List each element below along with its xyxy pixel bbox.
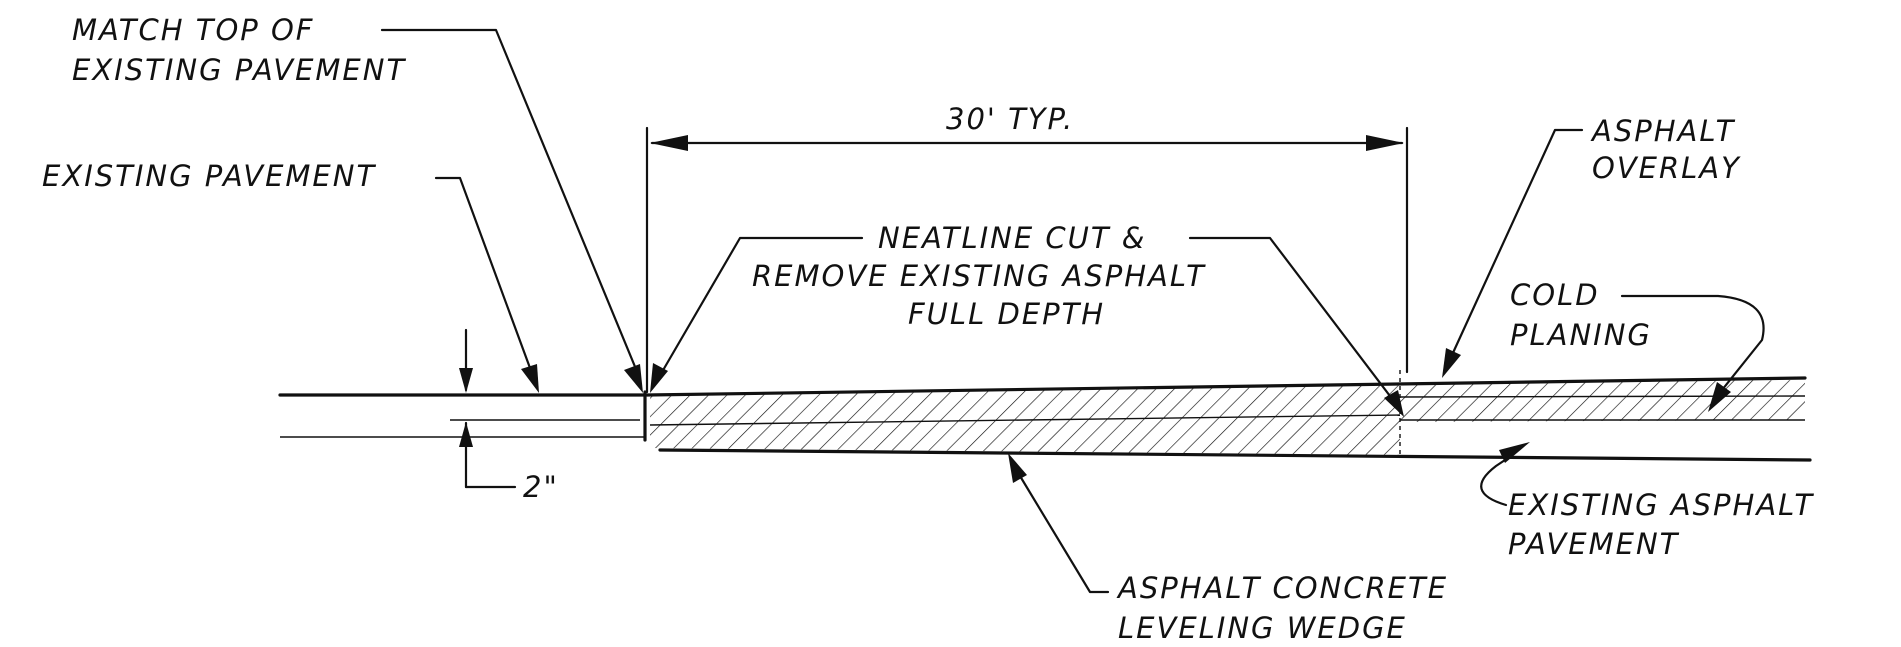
cold-planing-arrowhead: [1708, 382, 1731, 412]
existing-asphalt-arrowhead: [1499, 442, 1530, 463]
match-top-leader: [380, 28, 640, 376]
match-top-label-line1: MATCH TOP OF: [72, 13, 315, 47]
leveling-wedge-hatch: [650, 383, 1400, 455]
cold-planing-label-line1: COLD: [1510, 278, 1600, 312]
wedge-inner-line: [649, 414, 1401, 426]
match-top-label-line2: EXISTING PAVEMENT: [72, 53, 406, 87]
leveling-wedge-arrowhead: [1008, 453, 1027, 483]
asphalt-overlay-label-line2: OVERLAY: [1592, 151, 1741, 185]
existing-asphalt-label-line2: PAVEMENT: [1508, 527, 1680, 561]
asphalt-overlay-arrowhead: [1442, 348, 1461, 378]
existing-asphalt-leader: [1480, 456, 1510, 507]
existing-pavement-label: EXISTING PAVEMENT: [42, 159, 376, 193]
asphalt-overlay-leader: [1450, 128, 1584, 357]
planing-line-upper: [1399, 395, 1806, 398]
dim-arrow-left: [650, 135, 688, 151]
existing-pavement-leader: [434, 176, 532, 370]
neatline-label-line1: NEATLINE CUT &: [878, 221, 1146, 255]
neatline-arrowhead-left: [650, 363, 668, 393]
neatline-leader-left: [660, 236, 864, 374]
depth-dimension-label: 2": [523, 470, 559, 504]
leveling-wedge-label-line1: ASPHALT CONCRETE: [1116, 571, 1448, 605]
dim-arrow-right: [1366, 135, 1404, 151]
depth-arrow-up: [459, 422, 473, 447]
neatline-label-line2: REMOVE EXISTING ASPHALT: [752, 259, 1206, 293]
neatline-label-line3: FULL DEPTH: [908, 297, 1105, 331]
cold-planing-hatch: [1400, 380, 1805, 422]
match-top-arrowhead: [624, 364, 643, 393]
asphalt-overlay-label-line1: ASPHALT: [1590, 114, 1736, 148]
neatline-leader-right: [1188, 236, 1395, 402]
neatline-arrowhead-right: [1384, 390, 1404, 417]
dimension-30-label: 30' TYP.: [946, 102, 1074, 136]
asphalt-overlay-top-line: [645, 376, 1807, 397]
leveling-wedge-leader: [1018, 474, 1110, 594]
depth-arrow-down: [459, 368, 473, 393]
cold-planing-label-line2: PLANING: [1510, 318, 1652, 352]
leveling-wedge-bottom-line: [658, 448, 1812, 462]
existing-pavement-arrowhead: [521, 364, 539, 393]
existing-asphalt-label-line1: EXISTING ASPHALT: [1508, 488, 1814, 522]
cold-planing-leader: [1620, 294, 1765, 392]
leveling-wedge-label-line2: LEVELING WEDGE: [1118, 611, 1407, 645]
